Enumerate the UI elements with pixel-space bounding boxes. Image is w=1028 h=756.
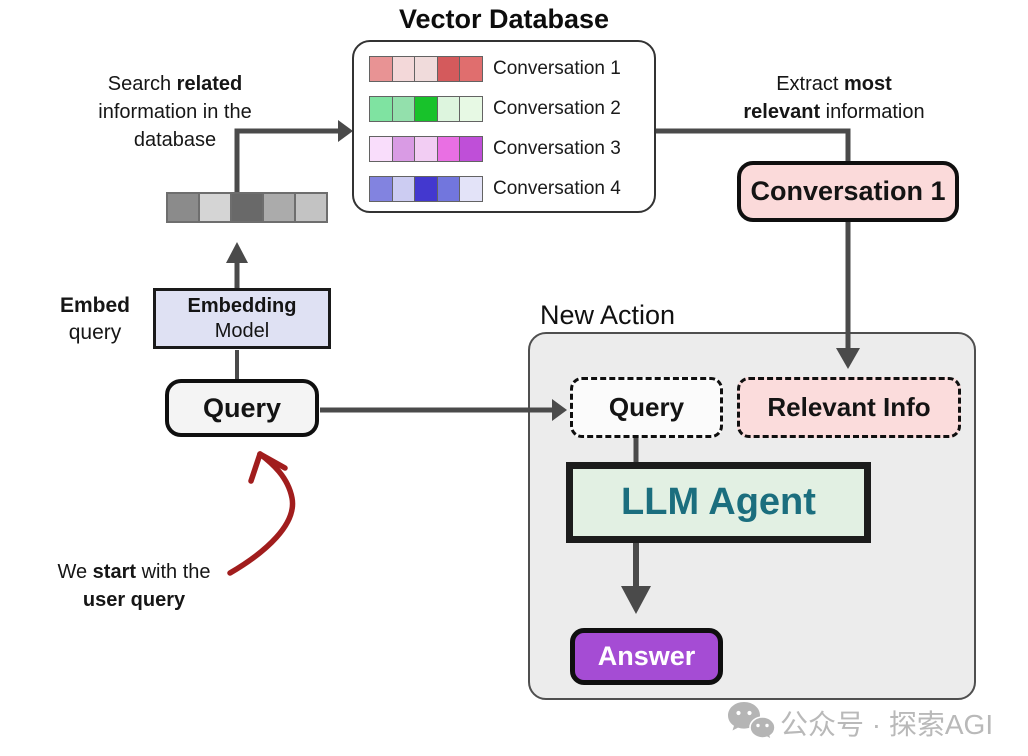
query-dashed-box: Query xyxy=(570,377,723,438)
vector-swatch xyxy=(414,96,438,122)
vector-swatch xyxy=(459,56,483,82)
red-arrow xyxy=(227,451,296,576)
embedding-cell xyxy=(198,192,232,223)
vector-swatch xyxy=(436,96,461,122)
vector-swatch xyxy=(414,56,438,82)
wechat-icon xyxy=(728,702,776,742)
vector-swatch xyxy=(436,136,461,162)
embedding-cell xyxy=(294,192,328,223)
embedding-model-box: Embedding Model xyxy=(153,288,331,349)
vector-swatch xyxy=(391,96,416,122)
vector-swatch-strip xyxy=(369,56,483,82)
embedding-cell xyxy=(262,192,296,223)
vector-swatch xyxy=(391,136,416,162)
new-action-label: New Action xyxy=(540,300,676,330)
vector-swatch xyxy=(459,176,483,202)
embedding-cell xyxy=(230,192,264,223)
conversation-label: Conversation 2 xyxy=(493,98,621,119)
embedding-model-line2: Model xyxy=(214,319,270,342)
vector-database-box: Conversation 1 Conversation 2 Conversation… xyxy=(352,40,656,213)
vector-swatch-strip xyxy=(369,136,483,162)
vector-swatch-strip xyxy=(369,176,483,202)
vector-swatch xyxy=(414,136,438,162)
embedding-model-line1: Embedding xyxy=(187,294,297,317)
arrow-embedding-model-to-vector xyxy=(226,242,248,288)
conversation-label: Conversation 3 xyxy=(493,138,621,159)
llm-agent-box: LLM Agent xyxy=(566,462,871,543)
vector-swatch xyxy=(459,136,483,162)
embedding-cell xyxy=(166,192,200,223)
conversation1-box: Conversation 1 xyxy=(737,161,959,222)
vector-swatch-strip xyxy=(369,96,483,122)
vector-swatch xyxy=(391,176,416,202)
conversation-row: Conversation 1 xyxy=(369,56,621,82)
vector-swatch xyxy=(369,96,393,122)
embedding-vector-strip xyxy=(166,192,328,223)
conversation-label: Conversation 4 xyxy=(493,178,621,199)
vector-swatch xyxy=(436,176,461,202)
vector-swatch xyxy=(391,56,416,82)
vector-swatch xyxy=(414,176,438,202)
conversation-label: Conversation 1 xyxy=(493,58,621,79)
vector-swatch xyxy=(369,56,393,82)
answer-box: Answer xyxy=(570,628,723,685)
conversation-row: Conversation 4 xyxy=(369,176,621,202)
relevant-info-box: Relevant Info xyxy=(737,377,961,438)
vector-swatch xyxy=(369,176,393,202)
diagram-title: Vector Database xyxy=(398,4,610,34)
vector-swatch xyxy=(459,96,483,122)
vector-swatch xyxy=(436,56,461,82)
vdb-rows: Conversation 1 Conversation 2 Conversation… xyxy=(369,56,621,216)
conversation-row: Conversation 2 xyxy=(369,96,621,122)
conversation-row: Conversation 3 xyxy=(369,136,621,162)
vector-swatch xyxy=(369,136,393,162)
query-box: Query xyxy=(165,379,319,437)
watermark-text: 公众号 · 探索AGI xyxy=(780,709,994,740)
